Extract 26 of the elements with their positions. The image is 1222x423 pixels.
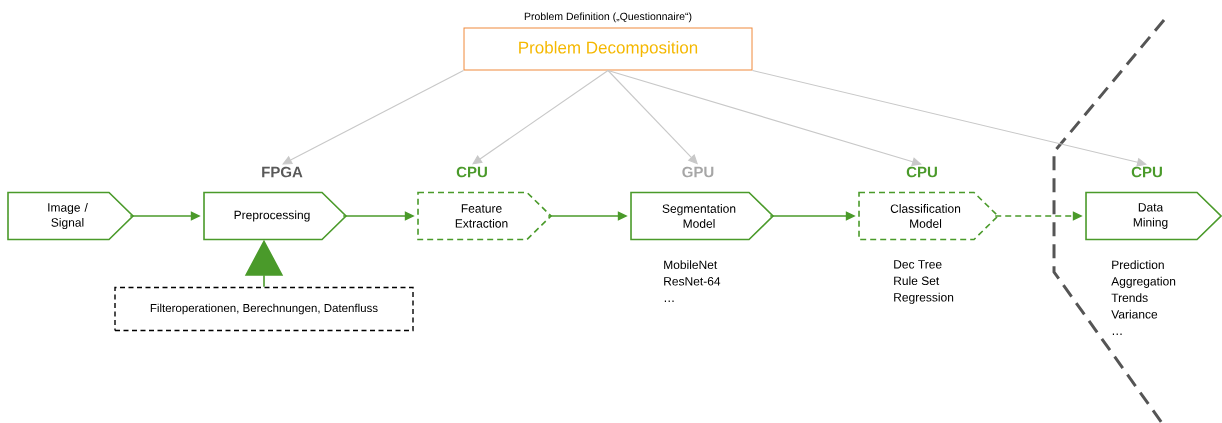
processor-label: FPGA [262, 166, 303, 178]
process-box: Classification Model [858, 191, 1000, 241]
item-list: Prediction Aggregation Trends Variance … [1111, 260, 1176, 335]
processor-label: GPU [682, 166, 714, 178]
process-box: Image / Signal [7, 191, 135, 241]
process-box: Preprocessing [203, 191, 348, 241]
note-box: Filteroperationen, Berechnungen, Datenfluss [114, 286, 414, 332]
process-box: Segmentation Model [630, 191, 775, 241]
arrow [472, 69, 609, 165]
node-label: … [1112, 333, 1122, 335]
decomposition-box: Problem Decomposition [463, 27, 753, 71]
process-box: Data Mining [1085, 191, 1222, 241]
processor-label: CPU [456, 166, 487, 178]
processor-label: CPU [1131, 166, 1162, 178]
arrow [282, 69, 465, 165]
node-label: Prediction [1112, 260, 1164, 270]
arrow [751, 69, 1147, 167]
node-label: Aggregation [1111, 276, 1176, 288]
item-list: MobileNet ResNet-64 … [664, 260, 721, 302]
heading-text: Problem Definition („Questionnaire“) [524, 12, 692, 23]
process-box: Feature Extraction [417, 191, 553, 241]
arrow [607, 69, 698, 165]
node-label: Variance [1111, 309, 1158, 319]
item-list: Dec Tree Rule Set Regression [894, 260, 954, 304]
processor-label: CPU [906, 166, 937, 178]
node-label: Trends [1111, 293, 1148, 303]
